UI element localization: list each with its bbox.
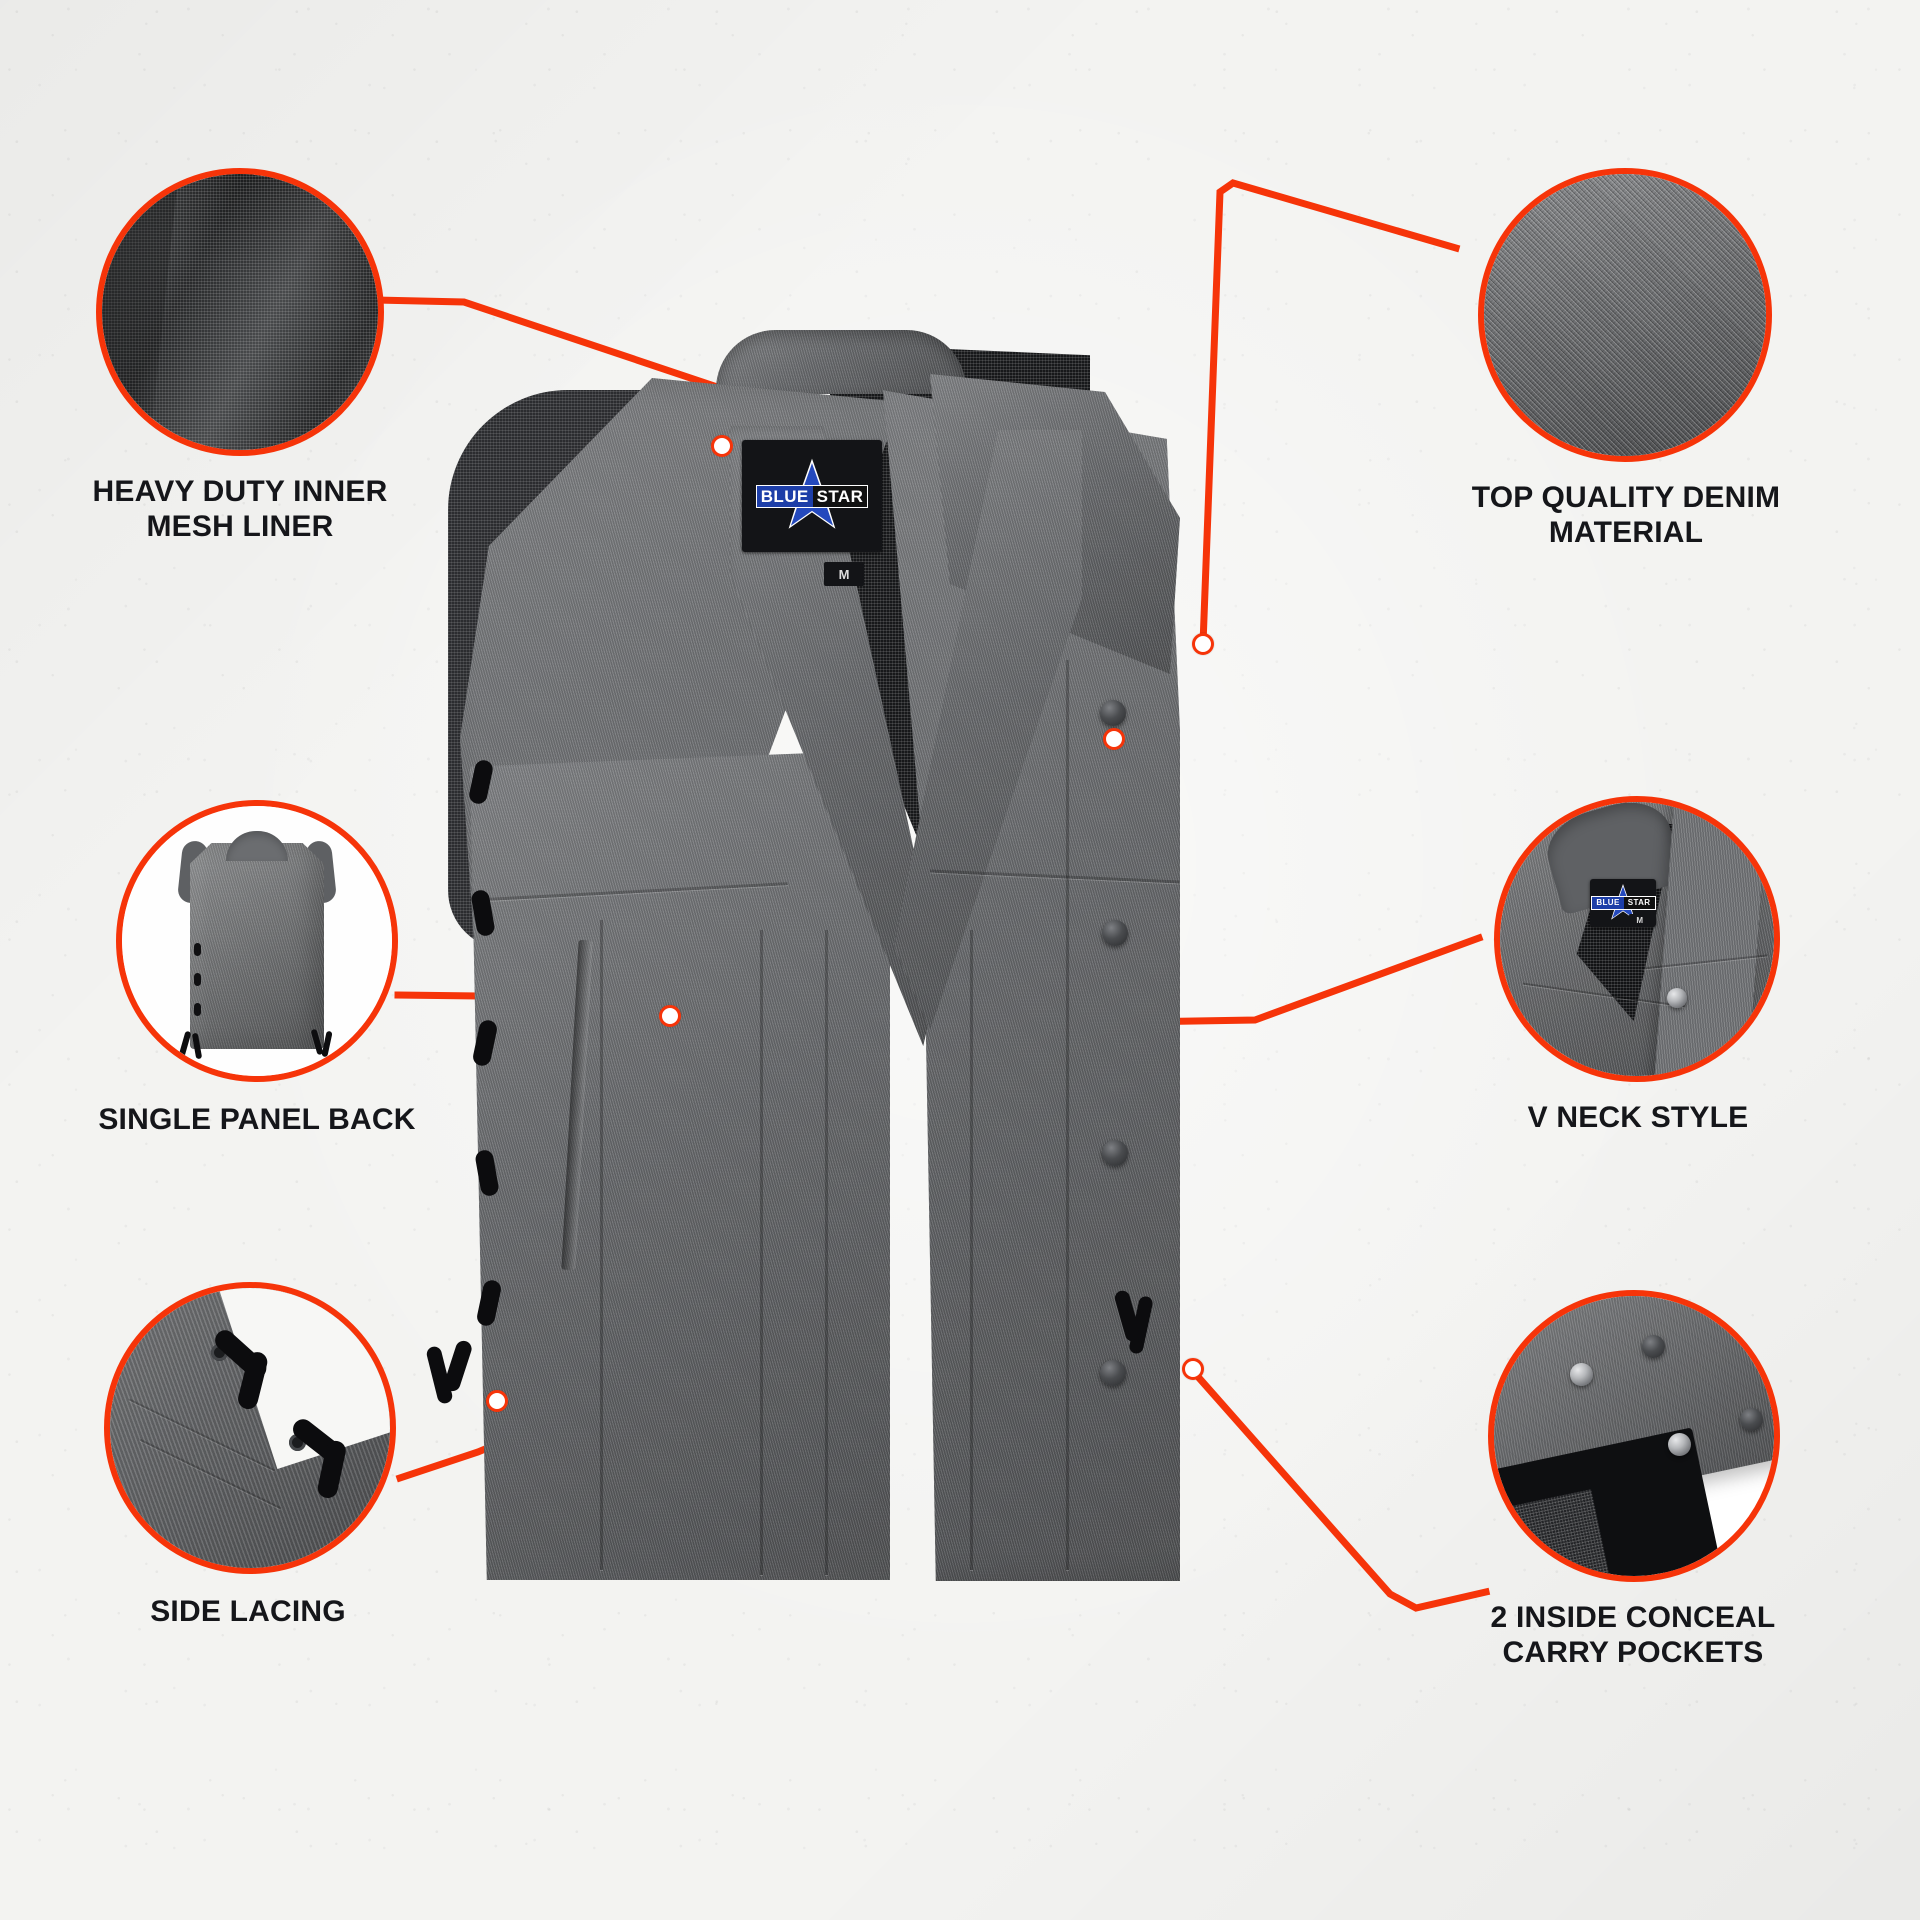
v-neck-size-tag: M [1628, 914, 1651, 928]
brand-word-star: STAR [812, 484, 869, 508]
caption-denim-material: TOP QUALITY DENIM MATERIAL [1471, 481, 1781, 550]
mini-vest-lace-2 [194, 973, 201, 986]
bubble-side-lacing[interactable] [104, 1282, 396, 1574]
v-neck-brand-word-blue: BLUE [1591, 895, 1624, 910]
brand-word-blue: BLUE [755, 484, 813, 508]
pocket-snap-2[interactable] [1642, 1335, 1666, 1359]
pocket-snap-4[interactable] [1740, 1408, 1764, 1431]
bubble-denim-material[interactable] [1478, 168, 1772, 462]
endpoint-dot-single-panel [659, 1005, 681, 1027]
endpoint-dot-mesh-liner [711, 435, 733, 457]
brand-logo: BLUE STAR [755, 458, 869, 529]
mini-vest-back-panel [190, 843, 324, 1049]
vest-seam-center [825, 930, 828, 1575]
callout-inside-conceal-carry-pockets: 2 INSIDE CONCEAL CARRY POCKETS [1488, 1290, 1808, 1690]
caption-side-lacing: SIDE LACING [150, 1595, 346, 1628]
snap-button-2[interactable] [1102, 920, 1128, 946]
callout-side-lacing: SIDE LACING [104, 1282, 404, 1662]
caption-mesh-liner: HEAVY DUTY INNER MESH LINER [92, 475, 388, 544]
mini-vest-lace-1 [194, 943, 201, 956]
callout-top-quality-denim-material: TOP QUALITY DENIM MATERIAL [1472, 168, 1798, 568]
vest-seam-left-b [760, 930, 763, 1575]
callout-heavy-duty-inner-mesh-liner: HEAVY DUTY INNER MESH LINER [93, 168, 396, 568]
vest-placket-seam [1066, 660, 1069, 1570]
bubble-mesh-liner[interactable] [96, 168, 384, 456]
endpoint-dot-v-neck [1103, 728, 1125, 750]
vest-seam-left-a [600, 920, 603, 1570]
snap-button-3[interactable] [1102, 1140, 1128, 1166]
denim-weave-texture [1484, 174, 1766, 456]
mini-vest-lace-3 [194, 1003, 201, 1016]
vest-seam-right-a [970, 930, 973, 1570]
vest-back-view-art [172, 825, 342, 1060]
v-neck-brand-word-star: STAR [1623, 895, 1656, 910]
pocket-snap-3[interactable] [1667, 1433, 1691, 1457]
vest-left-lower-panel [470, 750, 890, 1580]
mini-vest-collar [226, 831, 288, 861]
size-tag: M [824, 562, 864, 586]
main-product-image: BLUE STAR M [425, 330, 1214, 1581]
snap-button-4[interactable] [1100, 1360, 1126, 1386]
mesh-fabric-texture [102, 174, 378, 450]
endpoint-dot-denim [1192, 633, 1214, 655]
endpoint-dot-side-lacing [486, 1390, 508, 1412]
mini-vest-tie-left [178, 1030, 192, 1058]
caption-single-panel-back: SINGLE PANEL BACK [98, 1103, 416, 1136]
bubble-single-panel-back[interactable] [116, 800, 398, 1082]
callout-v-neck-style: BLUE STAR M V NECK STYLE [1494, 796, 1794, 1146]
caption-v-neck-style: V NECK STYLE [1527, 1101, 1749, 1134]
v-neck-snap-button[interactable] [1667, 988, 1688, 1009]
caption-inside-pockets: 2 INSIDE CONCEAL CARRY POCKETS [1490, 1601, 1776, 1670]
pocket-snap-1[interactable] [1569, 1363, 1593, 1387]
callout-single-panel-back: SINGLE PANEL BACK [98, 800, 416, 1150]
bubble-inside-pockets[interactable] [1488, 1290, 1780, 1582]
brand-neck-patch: BLUE STAR [742, 440, 882, 552]
endpoint-dot-pockets [1182, 1358, 1204, 1380]
snap-button-1[interactable] [1100, 700, 1126, 726]
bubble-v-neck[interactable]: BLUE STAR M [1494, 796, 1780, 1082]
vest-collar [716, 330, 966, 394]
